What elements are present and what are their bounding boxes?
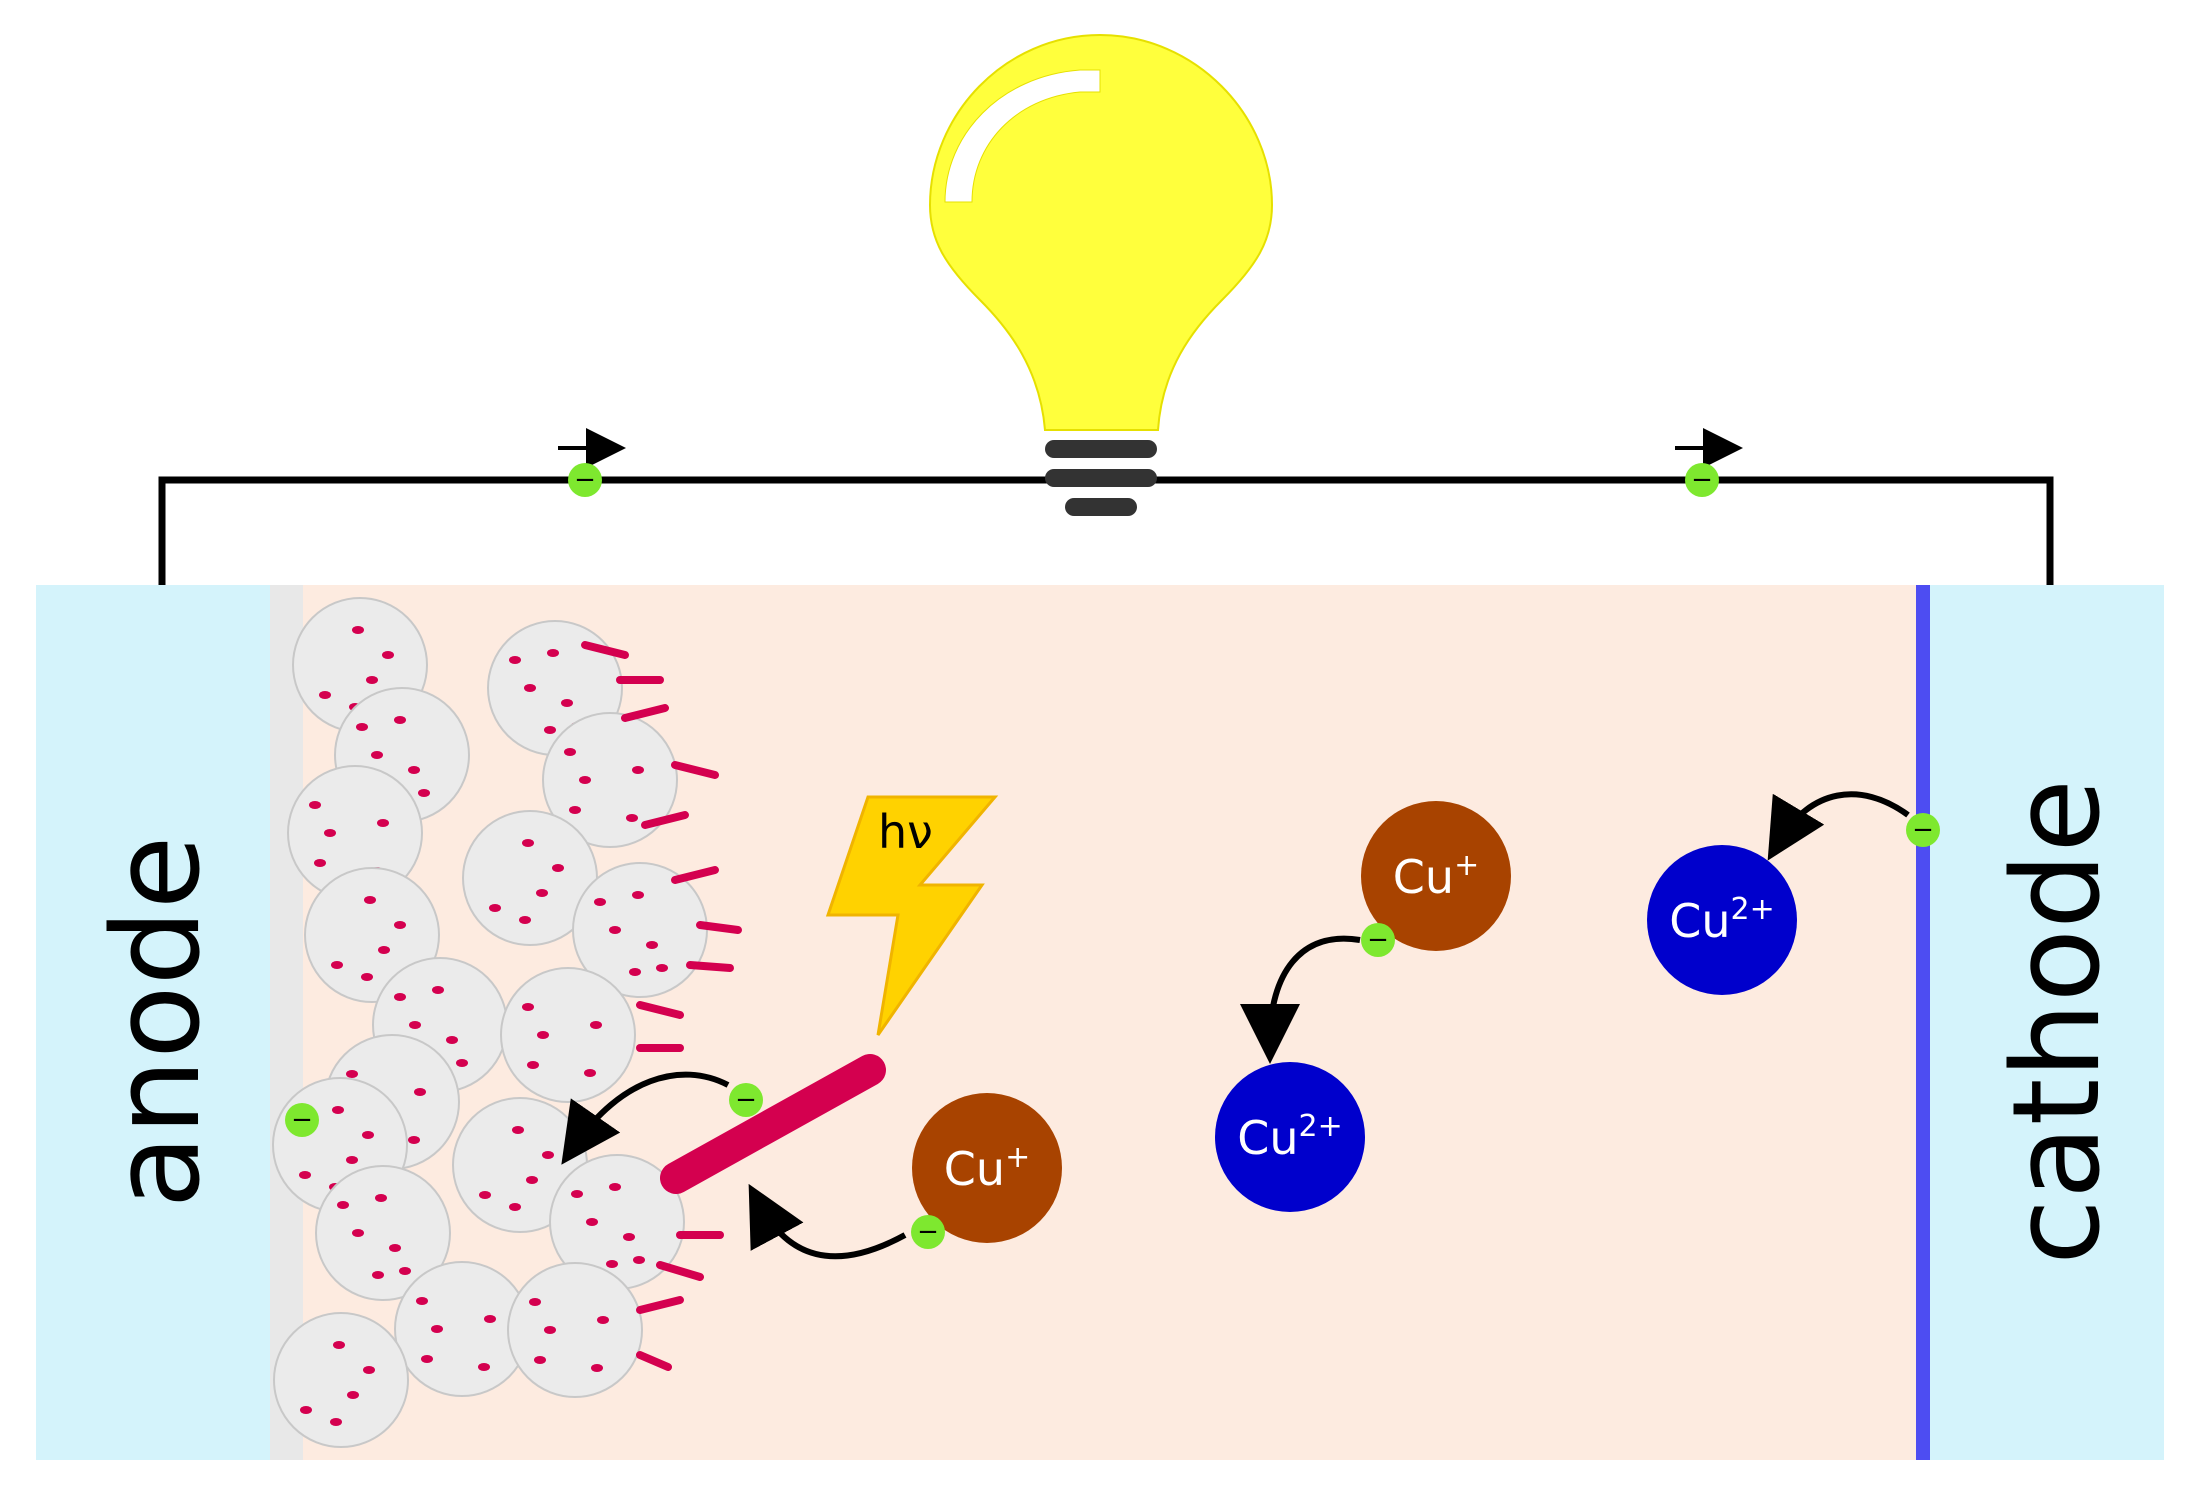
cu-2plus-ion-right: Cu2+ [1647, 845, 1797, 995]
dye-molecule [581, 641, 629, 659]
electron-symbol: − [1691, 465, 1713, 495]
nanoparticle [507, 1262, 643, 1398]
dye-molecule [641, 811, 689, 829]
electron-icon: − [729, 1083, 763, 1117]
dye-molecule [671, 866, 719, 884]
cu-plus-ion-center: Cu+ [1361, 801, 1511, 951]
semiconductor-layer [270, 585, 303, 1460]
electron-icon: − [1906, 813, 1940, 847]
dye-molecule [621, 704, 669, 722]
dye-molecule [636, 1351, 672, 1371]
anode-label: anode [88, 835, 227, 1208]
electron-symbol: − [291, 1105, 313, 1135]
arrow-dye-to-particle [561, 1071, 730, 1165]
cathode-film [1916, 585, 1930, 1460]
dye-molecule [636, 1296, 684, 1314]
dye-molecule [671, 761, 719, 779]
anode-electrode [36, 585, 270, 1460]
nanoparticle-cluster [272, 597, 708, 1448]
electron-icon: − [568, 463, 602, 497]
electron-icon: − [911, 1215, 945, 1249]
arrow-cathode-to-cu [1767, 791, 1910, 861]
electron-symbol: − [574, 465, 596, 495]
arrow-cu-oxidation [1240, 935, 1361, 1064]
electron-icon: − [1685, 463, 1719, 497]
cathode-label: cathode [1988, 779, 2127, 1265]
dye-molecule [686, 961, 734, 972]
electron-icon: − [1361, 923, 1395, 957]
cu-plus-center-symbol: Cu [1393, 850, 1454, 904]
cu-2plus-center-symbol: Cu [1237, 1111, 1298, 1165]
electrons: − − − − − − − [285, 463, 1940, 1249]
nanoparticle [394, 1261, 530, 1397]
electron-symbol: − [917, 1217, 939, 1247]
dye-molecule [636, 1001, 684, 1019]
cu-plus-left-charge: + [1005, 1140, 1030, 1175]
electron-symbol: − [1367, 925, 1389, 955]
svg-text:Cu2+: Cu2+ [1669, 892, 1775, 948]
cu-2plus-center-charge: 2+ [1299, 1109, 1343, 1144]
svg-text:Cu+: Cu+ [944, 1140, 1030, 1196]
nanoparticle [549, 1154, 685, 1290]
cu-plus-center-charge: + [1454, 848, 1479, 883]
nanoparticle [500, 967, 636, 1103]
cu-2plus-right-charge: 2+ [1731, 892, 1775, 927]
cu-2plus-ion-center: Cu2+ [1215, 1062, 1365, 1212]
dye-molecule [656, 1261, 704, 1281]
excited-dye-molecule [660, 1054, 886, 1194]
cu-plus-left-symbol: Cu [944, 1142, 1005, 1196]
cu-2plus-right-symbol: Cu [1669, 894, 1730, 948]
svg-text:Cu+: Cu+ [1393, 848, 1479, 904]
nanoparticle [542, 712, 678, 848]
lightning-icon [825, 795, 999, 1036]
cathode-electrode [1930, 585, 2164, 1460]
dye-molecules [581, 641, 742, 1371]
arrow-cu-to-dye [748, 1183, 907, 1260]
nanoparticle [273, 1312, 409, 1448]
dye-molecule [696, 921, 742, 934]
electron-symbol: − [735, 1085, 757, 1115]
nanoparticle [315, 1165, 451, 1301]
electron-symbol: − [1912, 815, 1934, 845]
nanoparticle [572, 862, 708, 998]
electron-icon: − [285, 1103, 319, 1137]
cu-plus-ion-left: Cu+ [912, 1093, 1062, 1243]
circuit-wire [158, 476, 2054, 585]
photon-label: hν [878, 805, 933, 859]
svg-text:Cu2+: Cu2+ [1237, 1109, 1343, 1165]
light-bulb-icon [928, 33, 1274, 516]
